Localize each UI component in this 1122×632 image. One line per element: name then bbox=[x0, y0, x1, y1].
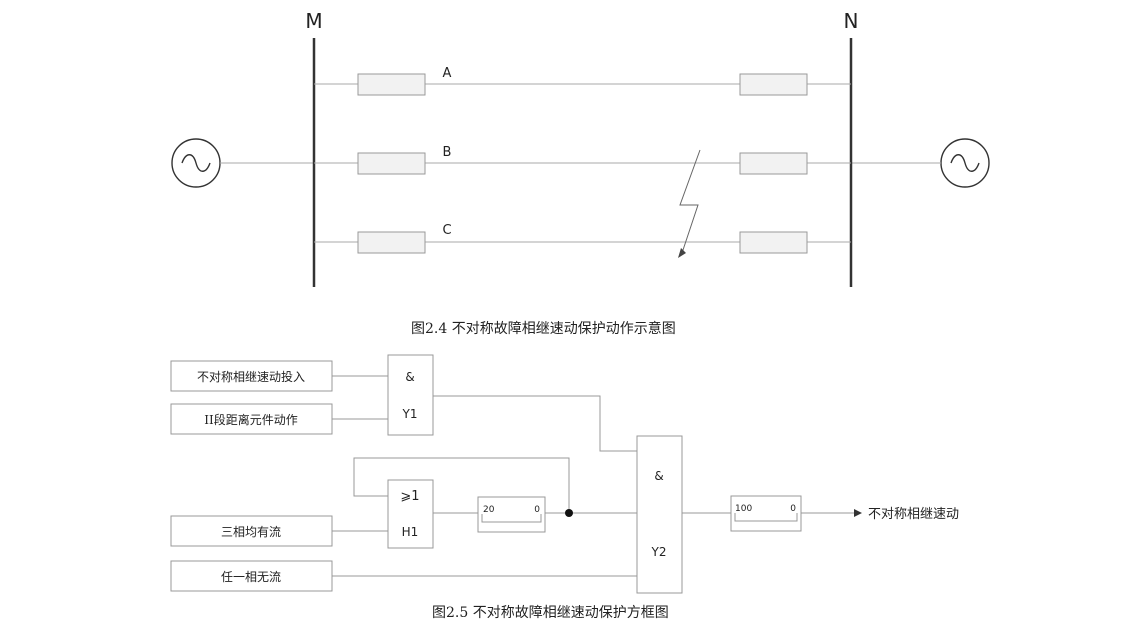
timer-2-dropout: 0 bbox=[790, 504, 796, 514]
phase-a-label: A bbox=[443, 66, 452, 81]
phase-b-breaker-m bbox=[357, 152, 426, 175]
phase-a-breaker-m bbox=[357, 73, 426, 96]
input-enable-label: 不对称相继速动投入 bbox=[197, 369, 305, 384]
timer-2-pickup: 100 bbox=[735, 504, 752, 514]
gate-h1-symbol: ⩾1 bbox=[400, 489, 419, 504]
bus-n-label: N bbox=[844, 9, 859, 33]
wire-feedback-h1 bbox=[353, 457, 570, 513]
phase-c-breaker-n bbox=[739, 231, 808, 254]
input-enable-box bbox=[170, 360, 333, 392]
timer-2 bbox=[730, 495, 802, 532]
input-zone2-label: II段距离元件动作 bbox=[204, 412, 297, 427]
junction-dot bbox=[565, 509, 573, 517]
timer-1-pickup: 20 bbox=[483, 505, 495, 515]
gate-y2-name: Y2 bbox=[651, 545, 667, 559]
bus-m-label: M bbox=[305, 9, 322, 33]
gate-h1 bbox=[387, 479, 434, 549]
fault-arrowhead-icon bbox=[678, 248, 686, 258]
figure-2-4-caption: 图2.4 不对称故障相继速动保护动作示意图 bbox=[411, 321, 676, 337]
left-generator-sine-icon bbox=[181, 154, 211, 172]
phase-c-breaker-m bbox=[357, 231, 426, 254]
timer-1-bracket bbox=[481, 514, 542, 523]
phase-b-label: B bbox=[443, 145, 452, 160]
timer-2-bracket bbox=[734, 513, 798, 522]
right-generator-sine-icon bbox=[950, 154, 980, 172]
wire-y1-y2 bbox=[433, 395, 637, 452]
input-three-phase-current-label: 三相均有流 bbox=[221, 525, 281, 539]
timer-1 bbox=[477, 496, 546, 533]
phase-c-label: C bbox=[442, 223, 451, 238]
input-any-phase-no-current-box bbox=[170, 560, 333, 592]
phase-a-breaker-n bbox=[739, 73, 808, 96]
fault-lightning-icon bbox=[679, 149, 701, 254]
gate-y1-symbol: & bbox=[405, 370, 414, 384]
logic-block-diagram: 不对称相继速动投入 II段距离元件动作 三相均有流 任一相无流 & Y1 ⩾1 … bbox=[170, 354, 959, 594]
output-arrowhead-icon bbox=[854, 509, 862, 517]
gate-h1-name: H1 bbox=[402, 525, 419, 539]
single-line-diagram: M N A B C bbox=[171, 9, 990, 287]
gate-y2-symbol: & bbox=[654, 469, 663, 483]
gate-y2 bbox=[636, 435, 683, 594]
figure-2-5-caption: 图2.5 不对称故障相继速动保护方框图 bbox=[432, 605, 669, 621]
gate-y1-name: Y1 bbox=[402, 407, 418, 421]
output-label: 不对称相继速动 bbox=[868, 507, 959, 522]
gate-y1 bbox=[387, 354, 434, 436]
phase-b-breaker-n bbox=[739, 152, 808, 175]
timer-1-dropout: 0 bbox=[534, 505, 540, 515]
input-any-phase-no-current-label: 任一相无流 bbox=[221, 570, 281, 584]
